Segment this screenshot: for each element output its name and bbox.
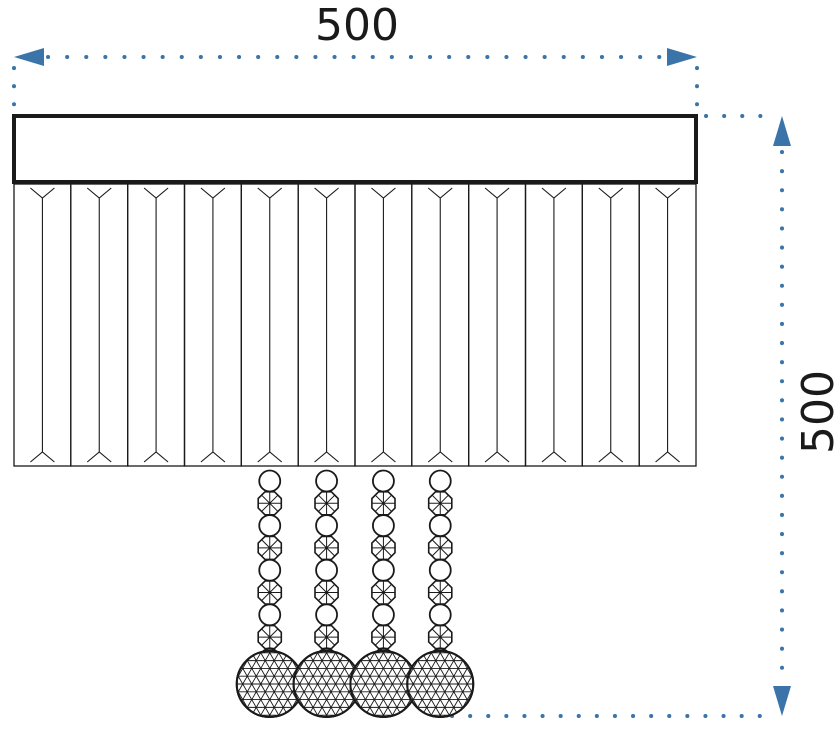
chain-crystal-facet — [257, 625, 282, 650]
chain-crystal-facet — [428, 535, 453, 560]
chain-bead — [428, 514, 452, 537]
chain-crystal-facet — [371, 535, 396, 560]
chain-crystal-facet — [257, 580, 282, 605]
chain-crystal-facet — [314, 625, 339, 650]
chain-crystal-facet — [428, 625, 453, 650]
chain-crystal-facet — [314, 491, 339, 516]
chain-crystal-facet — [314, 535, 339, 560]
chain-bead — [372, 603, 395, 627]
height-dimension: 500 — [450, 114, 840, 718]
crystal-rod-facet — [541, 187, 567, 463]
crystal-rod-facet — [598, 187, 624, 463]
crystal-rod-facet — [484, 187, 510, 463]
crystal-ball-cap — [374, 647, 393, 654]
chain-crystal-facet — [428, 580, 453, 605]
chain-crystal-facet — [428, 491, 453, 516]
crystal-rod — [354, 183, 413, 467]
crystal-rod — [127, 183, 186, 467]
crystal-rod — [468, 183, 527, 467]
crystal-pendant — [349, 469, 418, 718]
crystal-rod — [240, 183, 299, 467]
crystal-pendant — [406, 469, 475, 718]
crystal-rod-facet — [314, 187, 339, 463]
chain-crystal-facet — [257, 535, 282, 560]
chain-bead — [428, 603, 452, 627]
crystal-rod — [411, 183, 470, 467]
chain-bead — [315, 469, 338, 493]
crystal-pendant — [235, 469, 304, 718]
chain-bead — [372, 514, 395, 537]
chain-bead — [258, 558, 282, 582]
crystal-rod — [524, 183, 583, 467]
crystal-rod-facet — [371, 187, 396, 463]
crystal-rod-facet — [200, 187, 226, 463]
chain-crystal-facet — [257, 491, 282, 516]
height-label: 500 — [793, 370, 840, 454]
chain-bead — [372, 558, 395, 582]
crystal-ball-facets — [407, 651, 474, 717]
crystal-rod — [13, 183, 72, 467]
chain-bead — [258, 469, 282, 493]
width-arrow-left — [14, 48, 44, 66]
crystal-rod — [297, 183, 356, 467]
chain-bead — [372, 469, 395, 493]
chain-bead — [428, 469, 452, 493]
height-arrow-top — [773, 116, 791, 146]
crystal-rod-facet — [257, 187, 283, 463]
crystal-rod — [581, 183, 640, 467]
crystal-pendants — [235, 469, 475, 718]
chain-bead — [315, 514, 338, 537]
crystal-rod — [638, 183, 697, 467]
crystal-ball-cap — [261, 647, 279, 654]
crystal-rod-facet — [655, 187, 680, 463]
chain-crystal-facet — [371, 491, 396, 516]
width-label: 500 — [315, 0, 399, 51]
crystal-rod — [183, 183, 242, 467]
crystal-pendant — [292, 469, 361, 718]
chain-crystal-facet — [371, 580, 396, 605]
chain-bead — [258, 514, 282, 537]
chain-crystal-facet — [314, 580, 339, 605]
width-dimension: 500 — [12, 0, 699, 114]
crystal-rod — [70, 183, 129, 467]
chain-bead — [258, 603, 282, 627]
crystal-rod-facet — [143, 187, 169, 463]
crystal-rod-facet — [86, 187, 112, 463]
crystal-ball-cap — [431, 647, 449, 654]
ceiling-base — [12, 114, 698, 184]
height-arrow-bottom — [773, 686, 791, 716]
chain-bead — [315, 558, 338, 582]
width-arrow-right — [667, 48, 697, 66]
crystal-ball-rim — [406, 650, 475, 718]
crystal-rods — [13, 183, 697, 467]
crystal-rod-outline — [638, 183, 697, 467]
crystal-rod-facet — [427, 187, 453, 463]
chain-crystal-facet — [371, 625, 396, 650]
chain-bead — [315, 603, 338, 627]
crystal-rod-facet — [30, 187, 55, 463]
chain-bead — [428, 558, 452, 582]
crystal-ball-cap — [317, 647, 336, 654]
